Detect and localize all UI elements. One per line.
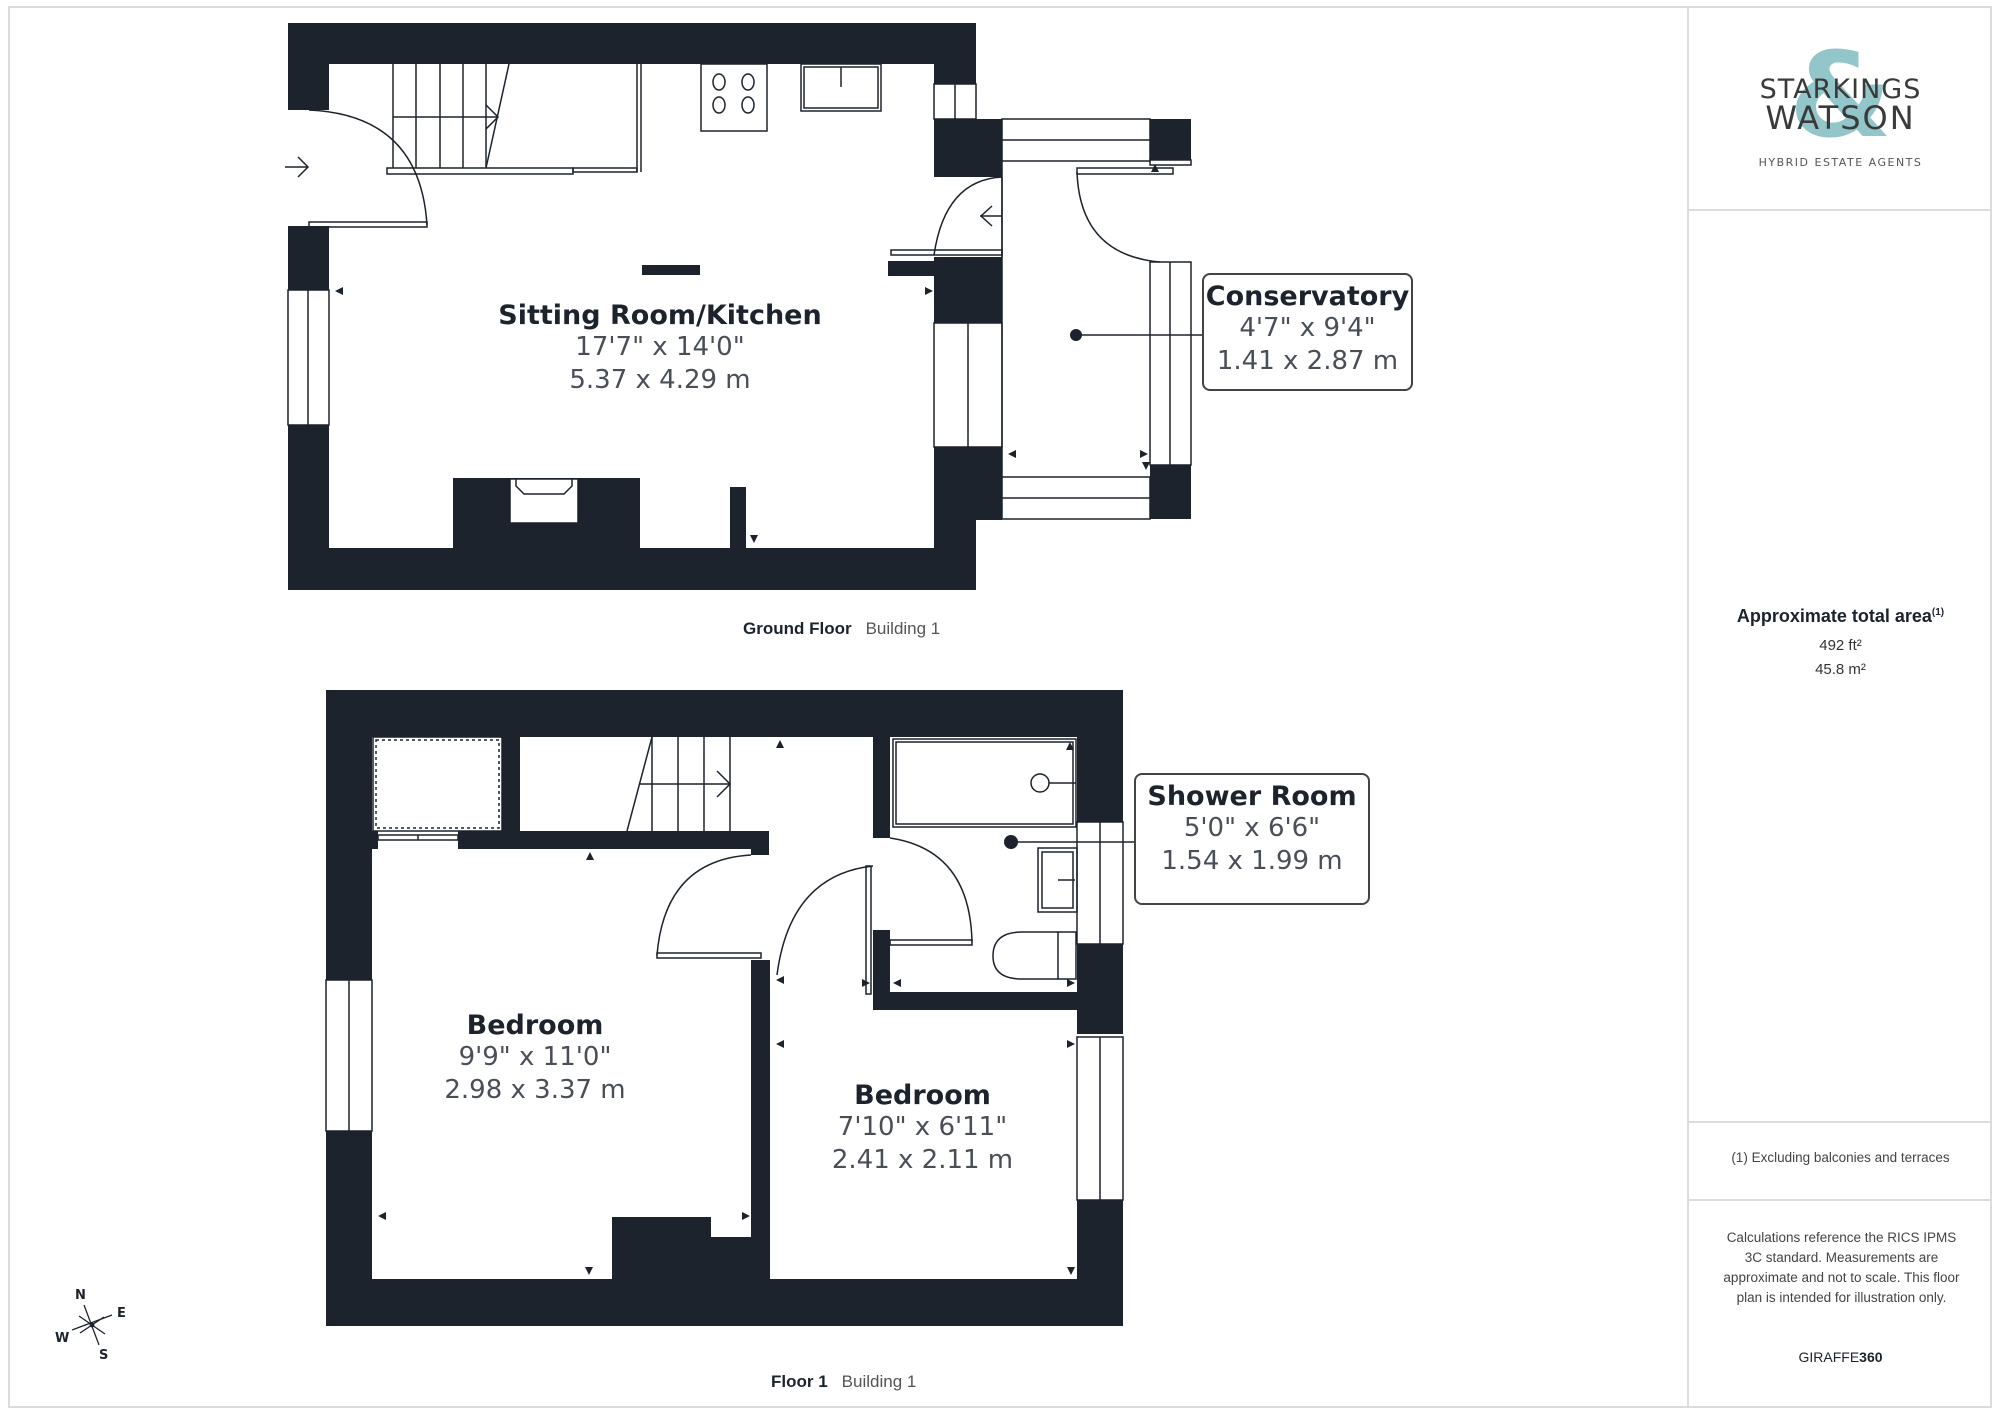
brand-logo: & STARKINGS WATSON HYBRID ESTATE AGENTS — [1689, 6, 1992, 209]
floor-caption-ground: Ground Floor Building 1 — [743, 619, 940, 639]
room-dimensions-metric: 5.37 x 4.29 m — [569, 365, 751, 395]
footnote-text: (1) Excluding balconies and terraces — [1731, 1150, 1950, 1165]
brand-name-line2: WATSON — [1765, 99, 1916, 137]
room-callout-conservatory: Conservatory 4'7" x 9'4" 1.41 x 2.87 m — [1202, 273, 1413, 391]
ampersand-logo-icon: & — [1789, 26, 1892, 164]
floor-plan-drawing — [71, 23, 1202, 1346]
compass-north-label: N — [75, 1288, 86, 1303]
room-dimensions-metric: 2.98 x 3.37 m — [444, 1075, 626, 1105]
floor-name: Floor 1 — [771, 1372, 828, 1391]
room-name: Conservatory — [1205, 281, 1410, 312]
page-frame — [8, 6, 1992, 1408]
room-name: Sitting Room/Kitchen — [498, 300, 822, 331]
room-dimensions-imperial: 9'9" x 11'0" — [458, 1042, 612, 1072]
room-dimensions-metric: 1.54 x 1.99 m — [1161, 846, 1343, 876]
compass-south-label: S — [99, 1348, 109, 1363]
sidebar-divider — [1689, 1199, 1992, 1201]
building-name: Building 1 — [841, 1372, 917, 1391]
floor-caption-first: Floor 1 Building 1 — [771, 1372, 916, 1392]
provider-name-bold: 360 — [1859, 1349, 1883, 1365]
room-dimensions-imperial: 4'7" x 9'4" — [1239, 313, 1376, 343]
area-sqm: 45.8 m² — [1815, 661, 1866, 678]
sidebar-divider — [1689, 209, 1992, 211]
room-callout-shower-room: Shower Room 5'0" x 6'6" 1.54 x 1.99 m — [1134, 773, 1370, 905]
provider-name-regular: GIRAFFE — [1798, 1349, 1860, 1365]
room-dimensions-imperial: 7'10" x 6'11" — [837, 1112, 1008, 1142]
building-name: Building 1 — [865, 619, 941, 638]
total-area-block: Approximate total area(1) 492 ft² 45.8 m… — [1689, 606, 1992, 678]
compass-east-label: E — [117, 1306, 126, 1321]
room-dimensions-imperial: 17'7" x 14'0" — [575, 332, 745, 362]
room-label-sitting-room-kitchen: Sitting Room/Kitchen 17'7" x 14'0" 5.37 … — [480, 300, 840, 397]
room-dimensions-metric: 1.41 x 2.87 m — [1216, 346, 1399, 376]
provider-logo: GIRAFFE360 — [1689, 1349, 1992, 1365]
room-dimensions-metric: 2.41 x 2.11 m — [831, 1145, 1014, 1175]
brand-tagline: HYBRID ESTATE AGENTS — [1758, 156, 1923, 169]
room-dimensions-imperial: 5'0" x 6'6" — [1183, 813, 1321, 843]
compass-west-label: W — [55, 1331, 70, 1346]
room-name: Bedroom — [466, 1010, 604, 1041]
room-label-bedroom-1: Bedroom 9'9" x 11'0" 2.98 x 3.37 m — [400, 1010, 670, 1107]
area-sqft: 492 ft² — [1819, 637, 1862, 654]
total-area-title: Approximate total area(1) — [1689, 606, 1992, 627]
info-sidebar: & STARKINGS WATSON HYBRID ESTATE AGENTS … — [1687, 6, 1992, 1408]
brand-name-line1: STARKINGS — [1759, 74, 1922, 105]
disclaimer-text: Calculations reference the RICS IPMS 3C … — [1723, 1230, 1960, 1305]
room-name: Shower Room — [1147, 781, 1357, 812]
compass-rose-icon — [71, 1304, 113, 1346]
room-name: Bedroom — [854, 1080, 991, 1111]
total-area-title-text: Approximate total area — [1736, 606, 1932, 626]
floor-name: Ground Floor — [743, 619, 852, 638]
sidebar-divider — [1689, 1121, 1992, 1123]
footnote-marker: (1) — [1931, 607, 1945, 618]
room-label-bedroom-2: Bedroom 7'10" x 6'11" 2.41 x 2.11 m — [790, 1080, 1055, 1177]
